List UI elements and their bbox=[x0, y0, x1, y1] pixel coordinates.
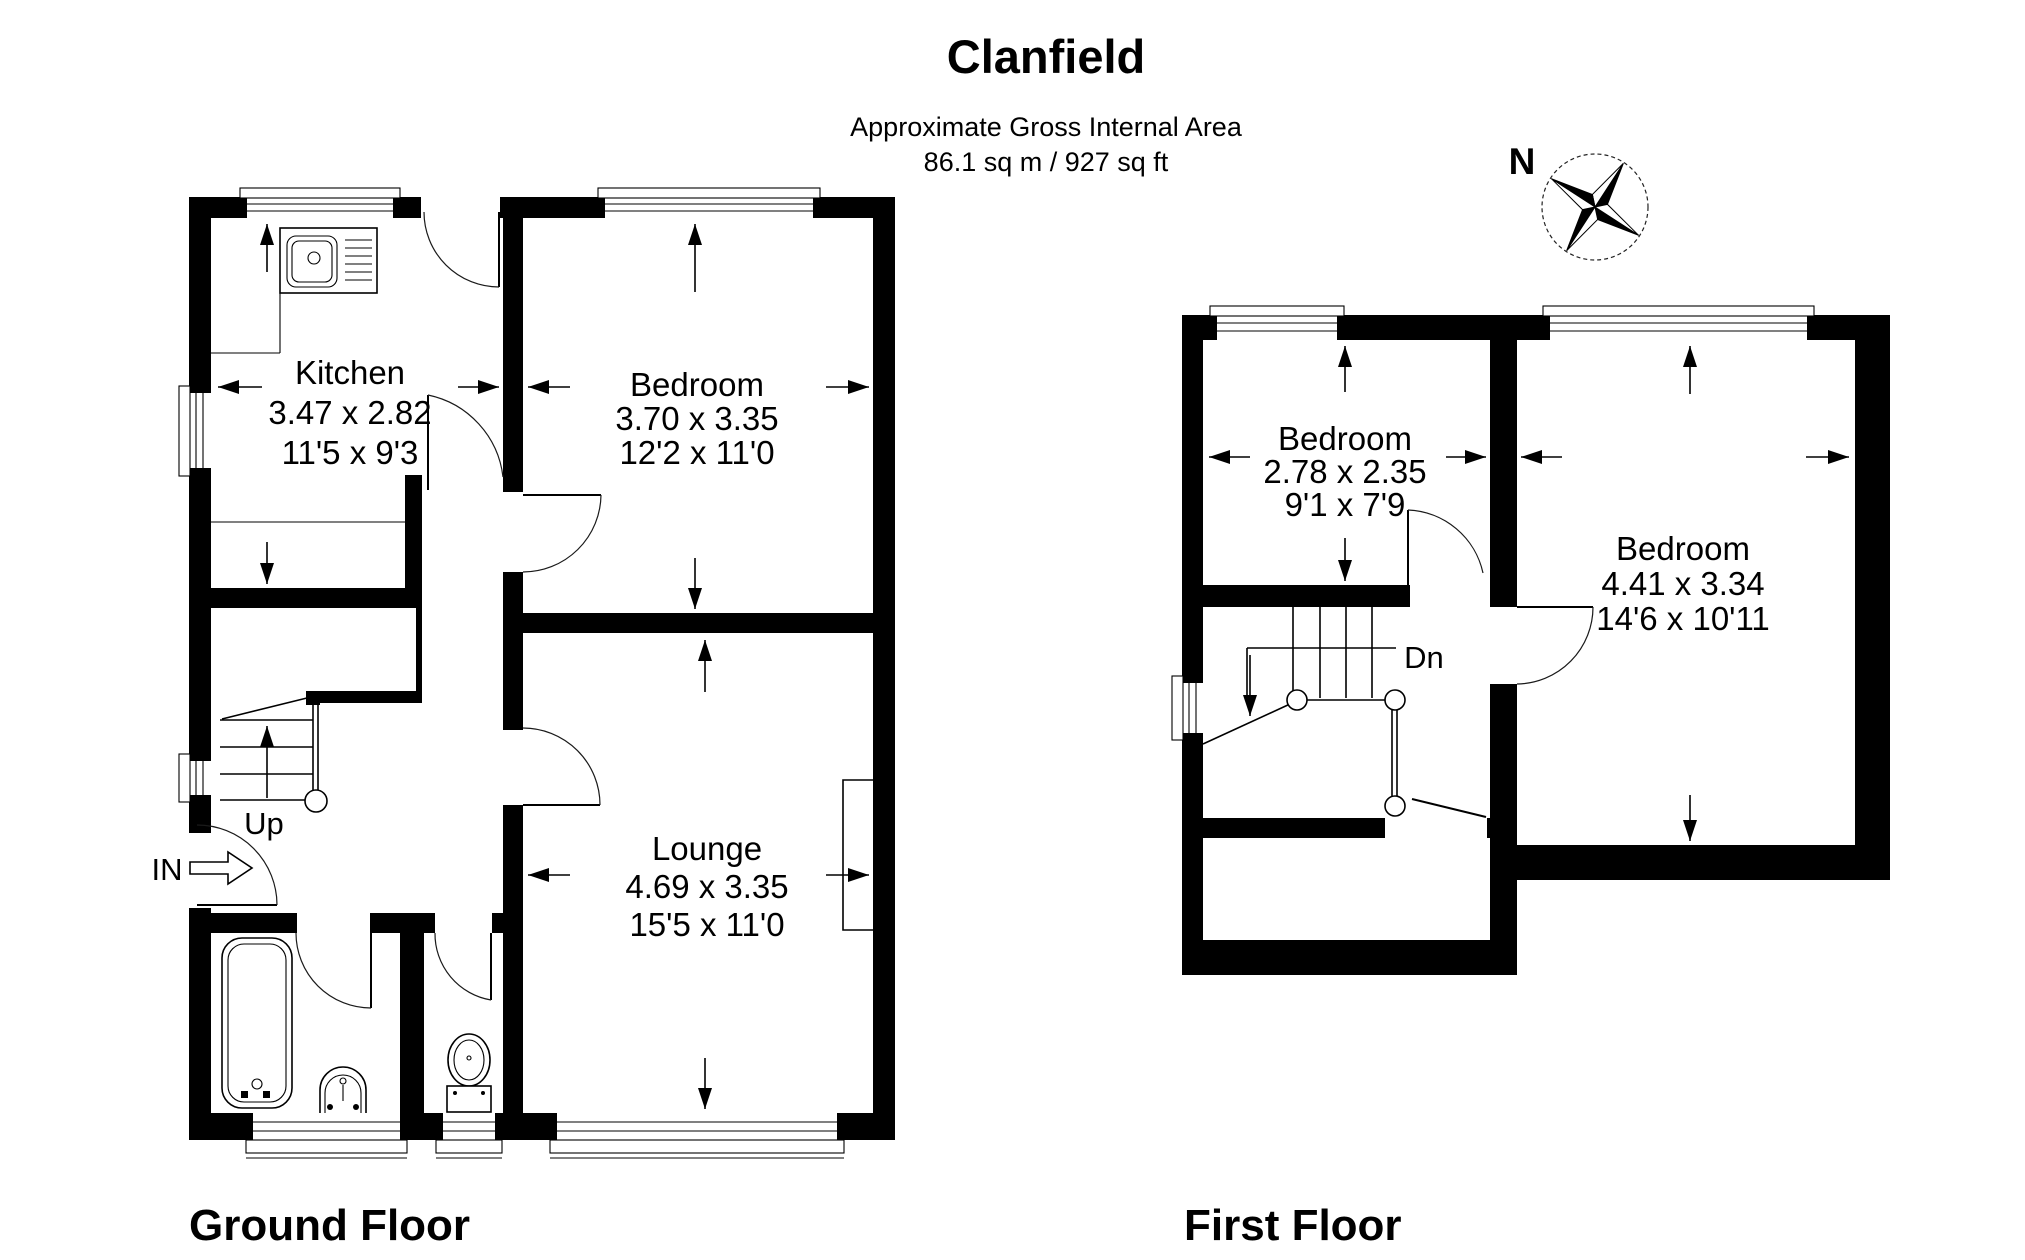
ground-floor-stairs bbox=[220, 691, 328, 813]
room-label-kitchen: Kitchen bbox=[295, 354, 405, 391]
first-floor-doors bbox=[1407, 509, 1594, 818]
page-title: Clanfield bbox=[947, 30, 1145, 83]
ground-floor-title: Ground Floor bbox=[189, 1201, 470, 1250]
ground-bedroom-imperial-dimensions: 12'2 x 11'0 bbox=[619, 434, 774, 471]
ground-floor-windows bbox=[178, 187, 845, 1159]
first-floor-title: First Floor bbox=[1184, 1201, 1402, 1250]
kitchen-sink-unit bbox=[211, 227, 416, 523]
entrance-in-label: IN bbox=[152, 852, 183, 887]
first-floor-stairs bbox=[1202, 607, 1406, 817]
first-bottom-room-door bbox=[1411, 798, 1487, 818]
kitchen-imperial-dimensions: 11'5 x 9'3 bbox=[282, 434, 419, 471]
ground-bedroom-metric-dimensions: 3.70 x 3.35 bbox=[615, 400, 778, 437]
stair-newel-post bbox=[306, 691, 320, 705]
stairs-down-label: Dn bbox=[1404, 640, 1444, 675]
bathtub bbox=[221, 937, 293, 1109]
lounge-metric-dimensions: 4.69 x 3.35 bbox=[625, 868, 788, 905]
ground-floor-doors bbox=[196, 211, 602, 1009]
ground-floor-labels: Kitchen 3.47 x 2.82 11'5 x 9'3 Bedroom 3… bbox=[152, 354, 789, 1250]
compass-rose: N bbox=[1509, 141, 1649, 261]
first-small-bedroom-imperial-dimensions: 9'1 x 7'9 bbox=[1285, 486, 1406, 523]
toilet bbox=[446, 1033, 492, 1113]
gross-area-value: 86.1 sq m / 927 sq ft bbox=[924, 147, 1169, 177]
ground-floor-walls bbox=[189, 197, 895, 1140]
first-big-bedroom-imperial-dimensions: 14'6 x 10'11 bbox=[1596, 600, 1769, 637]
first-floor-dimension-arrows bbox=[1209, 346, 1849, 841]
lounge-chimney-breast bbox=[842, 779, 873, 931]
first-floor-labels: Bedroom 2.78 x 2.35 9'1 x 7'9 Bedroom 4.… bbox=[1184, 420, 1770, 1250]
title-block: Clanfield Approximate Gross Internal Are… bbox=[850, 30, 1243, 177]
first-floor-walls bbox=[1182, 315, 1890, 975]
room-label-first-big-bedroom: Bedroom bbox=[1616, 530, 1750, 567]
compass-star-icon bbox=[1551, 163, 1639, 251]
first-floor-windows bbox=[1171, 305, 1815, 741]
room-label-first-small-bedroom: Bedroom bbox=[1278, 420, 1412, 457]
kitchen-metric-dimensions: 3.47 x 2.82 bbox=[268, 394, 431, 431]
compass-circle bbox=[1541, 153, 1649, 261]
first-big-bedroom-metric-dimensions: 4.41 x 3.34 bbox=[1601, 565, 1764, 602]
entrance-arrow-icon bbox=[189, 850, 254, 886]
gross-area-label: Approximate Gross Internal Area bbox=[850, 112, 1243, 142]
compass-north-label: N bbox=[1509, 141, 1536, 182]
first-small-bedroom-metric-dimensions: 2.78 x 2.35 bbox=[1263, 453, 1426, 490]
room-label-ground-bedroom: Bedroom bbox=[630, 366, 764, 403]
room-label-lounge: Lounge bbox=[652, 830, 762, 867]
stairs-up-label: Up bbox=[244, 806, 284, 841]
ground-floor-dimension-arrows bbox=[218, 224, 869, 1109]
wash-basin bbox=[319, 1066, 367, 1113]
lounge-imperial-dimensions: 15'5 x 11'0 bbox=[629, 906, 784, 943]
